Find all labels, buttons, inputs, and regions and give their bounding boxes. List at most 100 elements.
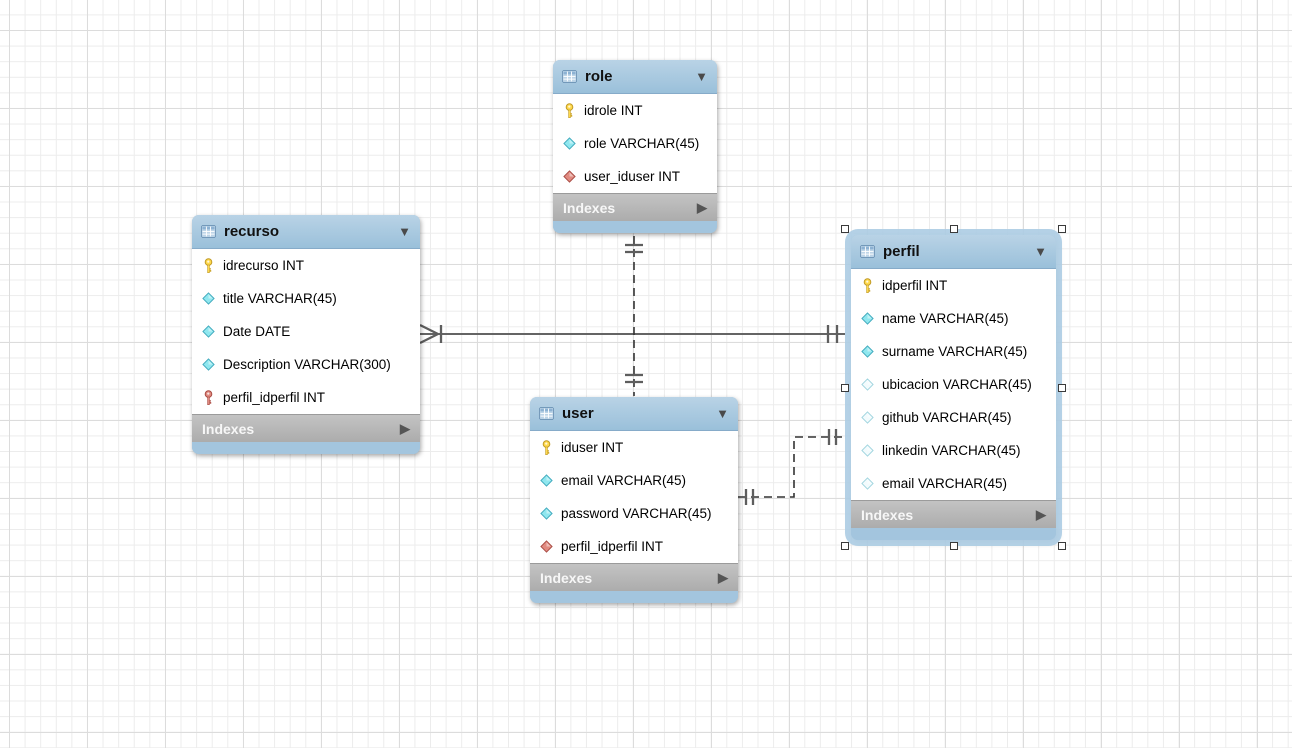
column-row[interactable]: title VARCHAR(45) [192,282,420,315]
db-table-role[interactable]: role ▼ idrole INT role VARCHAR(45) user_… [553,60,717,233]
column-label: idrecurso INT [223,258,305,273]
table-footer [530,591,738,603]
column-row[interactable]: github VARCHAR(45) [851,401,1056,434]
table-title: recurso [224,223,280,240]
column-row[interactable]: role VARCHAR(45) [553,127,717,160]
column-label: name VARCHAR(45) [882,311,1009,326]
column-label: perfil_idperfil INT [561,539,664,554]
indexes-expand-arrow-icon[interactable]: ▶ [718,570,728,585]
column-label: email VARCHAR(45) [882,476,1008,491]
indexes-section[interactable]: Indexes ▶ [553,193,717,221]
indexes-label: Indexes [861,506,914,523]
table-header[interactable]: perfil ▼ [851,235,1056,269]
column-label: Description VARCHAR(300) [223,357,391,372]
cardinality-marker [419,323,439,336]
indexes-label: Indexes [540,569,593,586]
column-label: role VARCHAR(45) [584,136,700,151]
column-row[interactable]: name VARCHAR(45) [851,302,1056,335]
selection-handle[interactable] [949,542,958,550]
indexes-section[interactable]: Indexes ▶ [530,563,738,591]
attribute-nullable-diamond-icon [860,411,875,424]
selection-handle[interactable] [841,225,849,233]
indexes-expand-arrow-icon[interactable]: ▶ [697,200,707,215]
selection-handle[interactable] [1058,225,1066,233]
relationship-connector-recurso-perfil[interactable] [419,323,845,345]
column-row[interactable]: user_iduser INT [553,160,717,193]
column-label: surname VARCHAR(45) [882,344,1028,359]
column-row[interactable]: password VARCHAR(45) [530,497,738,530]
columns-list: idrole INT role VARCHAR(45) user_iduser … [553,94,717,193]
selection-handle[interactable] [1058,383,1066,392]
table-header[interactable]: role ▼ [553,60,717,94]
table-header[interactable]: recurso ▼ [192,215,420,249]
column-row[interactable]: idrole INT [553,94,717,127]
column-row[interactable]: email VARCHAR(45) [851,467,1056,500]
selection-handle[interactable] [841,383,849,392]
table-title: user [562,405,594,422]
primary-key-icon [562,102,577,119]
primary-key-icon [201,257,216,274]
selection-handle[interactable] [841,542,849,550]
column-row[interactable]: email VARCHAR(45) [530,464,738,497]
column-row[interactable]: linkedin VARCHAR(45) [851,434,1056,467]
column-row[interactable]: ubicacion VARCHAR(45) [851,368,1056,401]
columns-list: iduser INT email VARCHAR(45) password VA… [530,431,738,563]
attribute-diamond-icon [860,345,875,358]
indexes-section[interactable]: Indexes ▶ [192,414,420,442]
column-label: email VARCHAR(45) [561,473,687,488]
table-title: role [585,68,613,85]
column-label: password VARCHAR(45) [561,506,712,521]
attribute-diamond-icon [201,358,216,371]
attribute-diamond-icon [201,292,216,305]
column-label: ubicacion VARCHAR(45) [882,377,1032,392]
column-label: perfil_idperfil INT [223,390,326,405]
db-table-user[interactable]: user ▼ iduser INT email VARCHAR(45) pass… [530,397,738,603]
collapse-arrow-icon[interactable]: ▼ [695,69,708,84]
table-icon [201,223,216,240]
column-label: github VARCHAR(45) [882,410,1012,425]
column-label: idrole INT [584,103,643,118]
relationship-connector-role-user[interactable] [625,236,643,396]
table-footer [553,221,717,233]
table-title: perfil [883,243,920,260]
attribute-nullable-diamond-icon [860,444,875,457]
indexes-section[interactable]: Indexes ▶ [851,500,1056,528]
column-row[interactable]: idperfil INT [851,269,1056,302]
column-row[interactable]: perfil_idperfil INT [192,381,420,414]
collapse-arrow-icon[interactable]: ▼ [1034,244,1047,259]
collapse-arrow-icon[interactable]: ▼ [398,224,411,239]
column-label: iduser INT [561,440,624,455]
primary-key-icon [860,277,875,294]
selection-handle[interactable] [1058,542,1066,550]
table-icon [539,405,554,422]
collapse-arrow-icon[interactable]: ▼ [716,406,729,421]
column-label: Date DATE [223,324,291,339]
table-footer [192,442,420,454]
table-footer [851,528,1056,540]
indexes-label: Indexes [563,199,616,216]
db-table-perfil[interactable]: perfil ▼ idperfil INT name VARCHAR(45) s… [841,225,1066,550]
primary-key-icon [539,439,554,456]
attribute-diamond-icon [539,507,554,520]
db-table-recurso[interactable]: recurso ▼ idrecurso INT title VARCHAR(45… [192,215,420,454]
table-header[interactable]: user ▼ [530,397,738,431]
foreign-key-diamond-icon [539,540,554,553]
relationship-connector-user-perfil[interactable] [738,429,845,505]
column-row[interactable]: Description VARCHAR(300) [192,348,420,381]
attribute-diamond-icon [562,137,577,150]
column-row[interactable]: idrecurso INT [192,249,420,282]
indexes-expand-arrow-icon[interactable]: ▶ [400,421,410,436]
indexes-expand-arrow-icon[interactable]: ▶ [1036,507,1046,522]
columns-list: idrecurso INT title VARCHAR(45) Date DAT… [192,249,420,414]
attribute-nullable-diamond-icon [860,378,875,391]
attribute-diamond-icon [201,325,216,338]
selection-handle[interactable] [949,225,958,233]
attribute-diamond-icon [539,474,554,487]
column-row[interactable]: iduser INT [530,431,738,464]
column-row[interactable]: Date DATE [192,315,420,348]
column-row[interactable]: surname VARCHAR(45) [851,335,1056,368]
column-label: linkedin VARCHAR(45) [882,443,1021,458]
column-row[interactable]: perfil_idperfil INT [530,530,738,563]
